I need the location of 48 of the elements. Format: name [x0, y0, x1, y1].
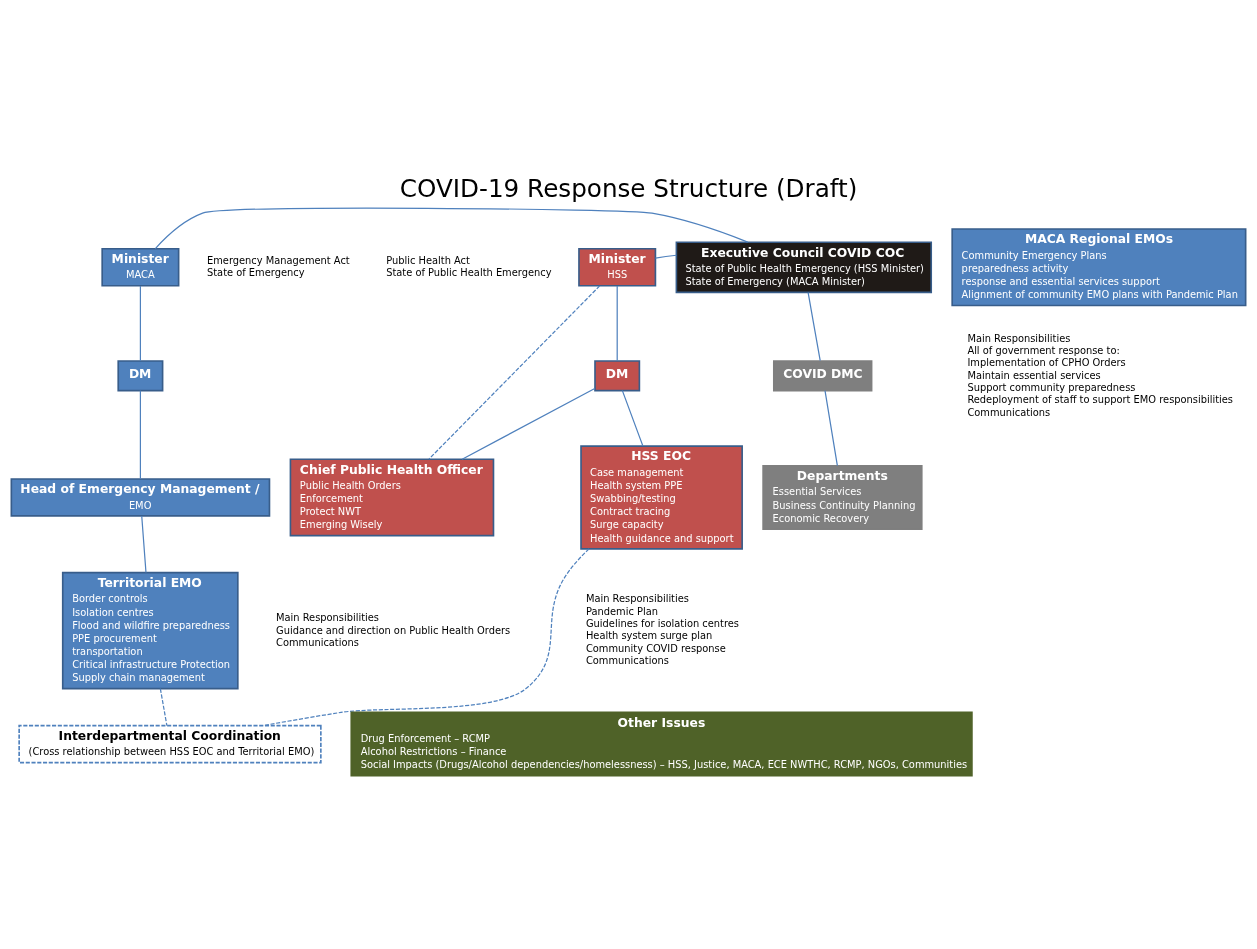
- node-box: DM: [117, 359, 164, 391]
- node-box: Departments Essential Services Business Continuity Planning Economic Recovery: [762, 464, 923, 530]
- diagram-title: COVID-19 Response Structure (Draft): [399, 173, 858, 203]
- node-box: Other Issues Drug Enforcement – RCMP Alcohol Restrictions – Finance Social Impacts (Drugs/Alcohol dependencies/homelessness) – HSS, Justice, MACA, ECE NWTHC, RCMP, NGOs, Communities: [350, 711, 973, 777]
- node-label: Communications: [276, 636, 359, 648]
- node-label: Emergency Management Act: [206, 254, 350, 266]
- node-box: Executive Council COVID COC State of Public Health Emergency (HSS Minister) State of Emergency (MACA Minister): [675, 240, 933, 293]
- node-box: COVID DMC: [772, 359, 873, 391]
- connector: [139, 284, 141, 361]
- node-label: Support community preparedness: [967, 381, 1136, 393]
- connector: [154, 207, 749, 249]
- node-box: Minister HSS: [578, 247, 657, 287]
- node-label: Maintain essential services: [967, 369, 1101, 381]
- node-box: Territorial EMO Border controls Isolation centres Flood and wildfire preparedness PPE procurement transportation Critical infrastructure Protection Supply chain management: [61, 571, 239, 689]
- node-label: Main Responsibilities: [276, 611, 380, 623]
- node-label: Implementation of CPHO Orders: [967, 356, 1126, 368]
- connector: [428, 284, 601, 460]
- connector: [139, 389, 141, 479]
- node-box: DM: [594, 359, 641, 391]
- connector: [262, 547, 590, 726]
- node-label: Communications: [967, 406, 1051, 418]
- node-box: Interdepartmental Coordination (Cross relationship between HSS EOC and Territorial EMO): [18, 724, 322, 763]
- connector: [141, 514, 147, 573]
- node-box: MACA Regional EMOs Community Emergency Plans preparedness activity response and essential services support Alignment of community EMO plans with Pandemic Plan: [951, 227, 1247, 306]
- node-label: Main Responsibilities: [585, 592, 689, 604]
- connector: [824, 389, 838, 466]
- node-label: All of government response to:: [967, 344, 1120, 356]
- node-box: Chief Public Health Officer Public Health Orders Enforcement Protect NWT Emerging Wisely: [289, 457, 495, 536]
- node-label: State of Emergency: [206, 266, 305, 278]
- connector: [461, 387, 596, 460]
- node-box: Head of Emergency Management / EMO: [10, 477, 271, 517]
- node-label: Communications: [585, 654, 669, 666]
- node-label: Redeployment of staff to support EMO responsibilities: [967, 393, 1233, 405]
- node-label: Health system surge plan: [585, 629, 713, 641]
- node-label: Community COVID response: [585, 642, 726, 654]
- node-label: Pandemic Plan: [585, 605, 658, 617]
- node-label: State of Public Health Emergency: [386, 266, 552, 278]
- node-box: Minister MACA: [101, 247, 180, 287]
- connector: [654, 254, 677, 259]
- connector: [621, 389, 644, 447]
- node-box: HSS EOC Case management Health system PPE Swabbing/testing Contract tracing Surge capacity Health guidance and support: [580, 444, 743, 550]
- connector: [616, 284, 618, 361]
- node-label: Guidelines for isolation centres: [585, 617, 740, 629]
- node-label: Main Responsibilities: [967, 332, 1071, 344]
- connector: [159, 687, 168, 726]
- node-label: Guidance and direction on Public Health Orders: [276, 624, 511, 636]
- connector: [807, 291, 821, 361]
- node-label: Public Health Act: [386, 254, 470, 266]
